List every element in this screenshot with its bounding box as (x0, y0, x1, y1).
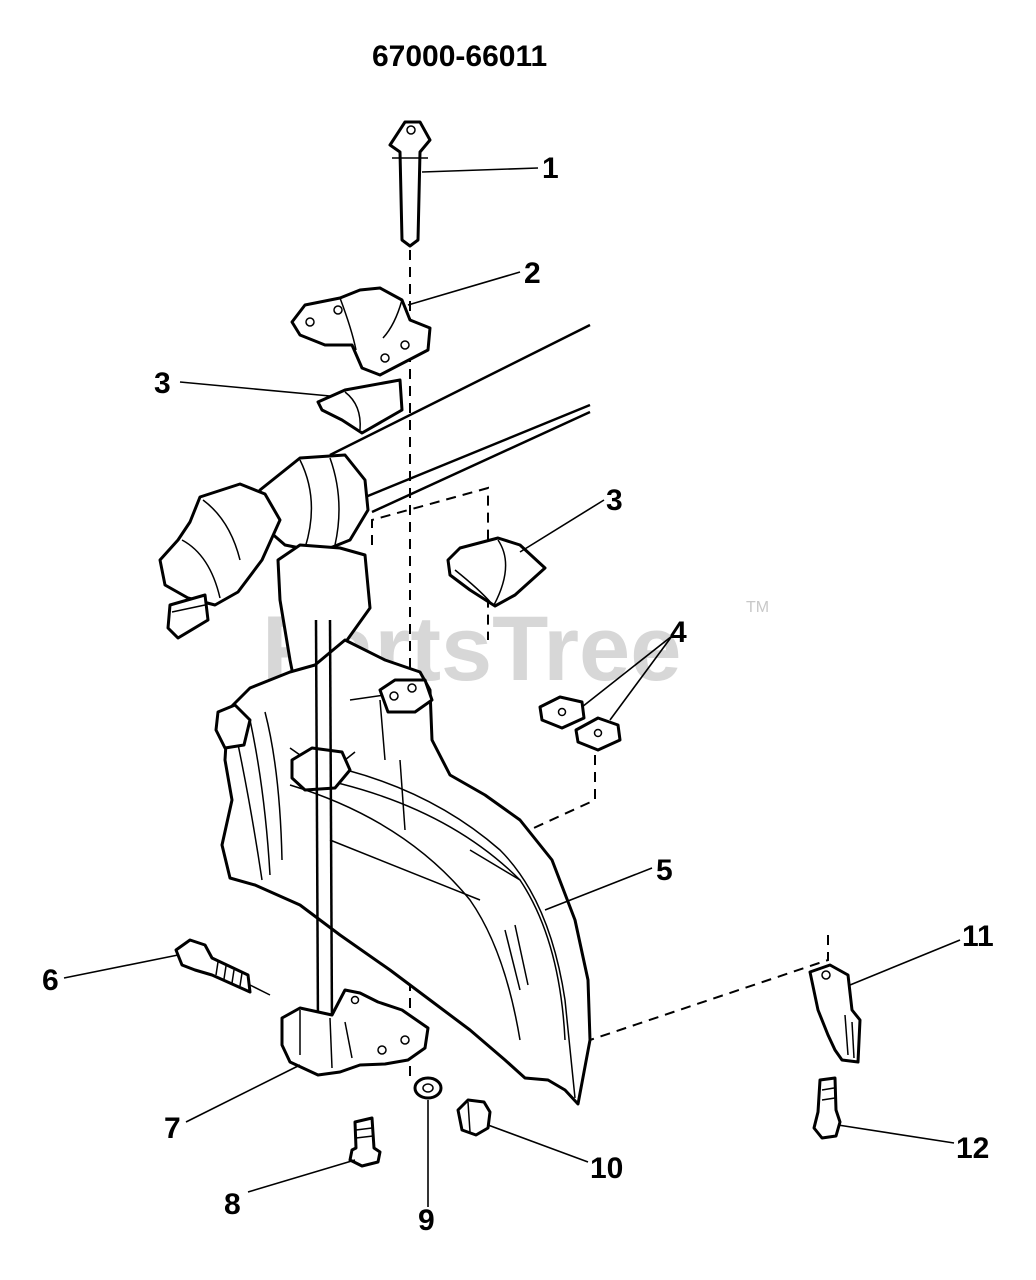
part-1-pin (388, 120, 432, 248)
callout-11: 11 (962, 920, 994, 953)
callout-12: 12 (956, 1132, 989, 1165)
callout-5: 5 (656, 854, 673, 887)
support-rod (314, 619, 334, 1031)
part-11-blade-bracket (808, 963, 862, 1064)
callout-7: 7 (164, 1112, 181, 1145)
callout-3-upper: 3 (154, 367, 171, 400)
part-2-upper-clamp (290, 286, 432, 377)
drive-shaft-tube (329, 323, 591, 514)
callout-10: 10 (590, 1152, 623, 1185)
part-5-guard (214, 543, 592, 1106)
callout-9: 9 (418, 1204, 435, 1237)
part-9-washer (413, 1076, 443, 1100)
callout-1: 1 (542, 152, 559, 185)
gear-head (158, 453, 370, 640)
callout-labels: 1 2 3 3 4 5 6 7 8 9 10 11 12 (42, 152, 994, 1237)
part-3-upper-liner (316, 378, 404, 435)
leader-lines (63, 167, 961, 1207)
callout-6: 6 (42, 964, 59, 997)
part-8-screw (348, 1116, 382, 1168)
callout-2: 2 (524, 257, 541, 290)
callout-4: 4 (670, 616, 687, 649)
part-12-bolt (812, 1076, 842, 1140)
part-6-bolt (174, 938, 271, 996)
part-10-nut (456, 1098, 492, 1137)
part-4-nuts (538, 695, 622, 752)
diagram-title: 67000-66011 (372, 40, 547, 73)
callout-8: 8 (224, 1188, 241, 1221)
watermark-trademark: TM (746, 599, 769, 616)
part-7-lower-bracket (280, 988, 430, 1077)
part-3-lower-liner (446, 536, 547, 608)
callout-3-lower: 3 (606, 484, 623, 517)
